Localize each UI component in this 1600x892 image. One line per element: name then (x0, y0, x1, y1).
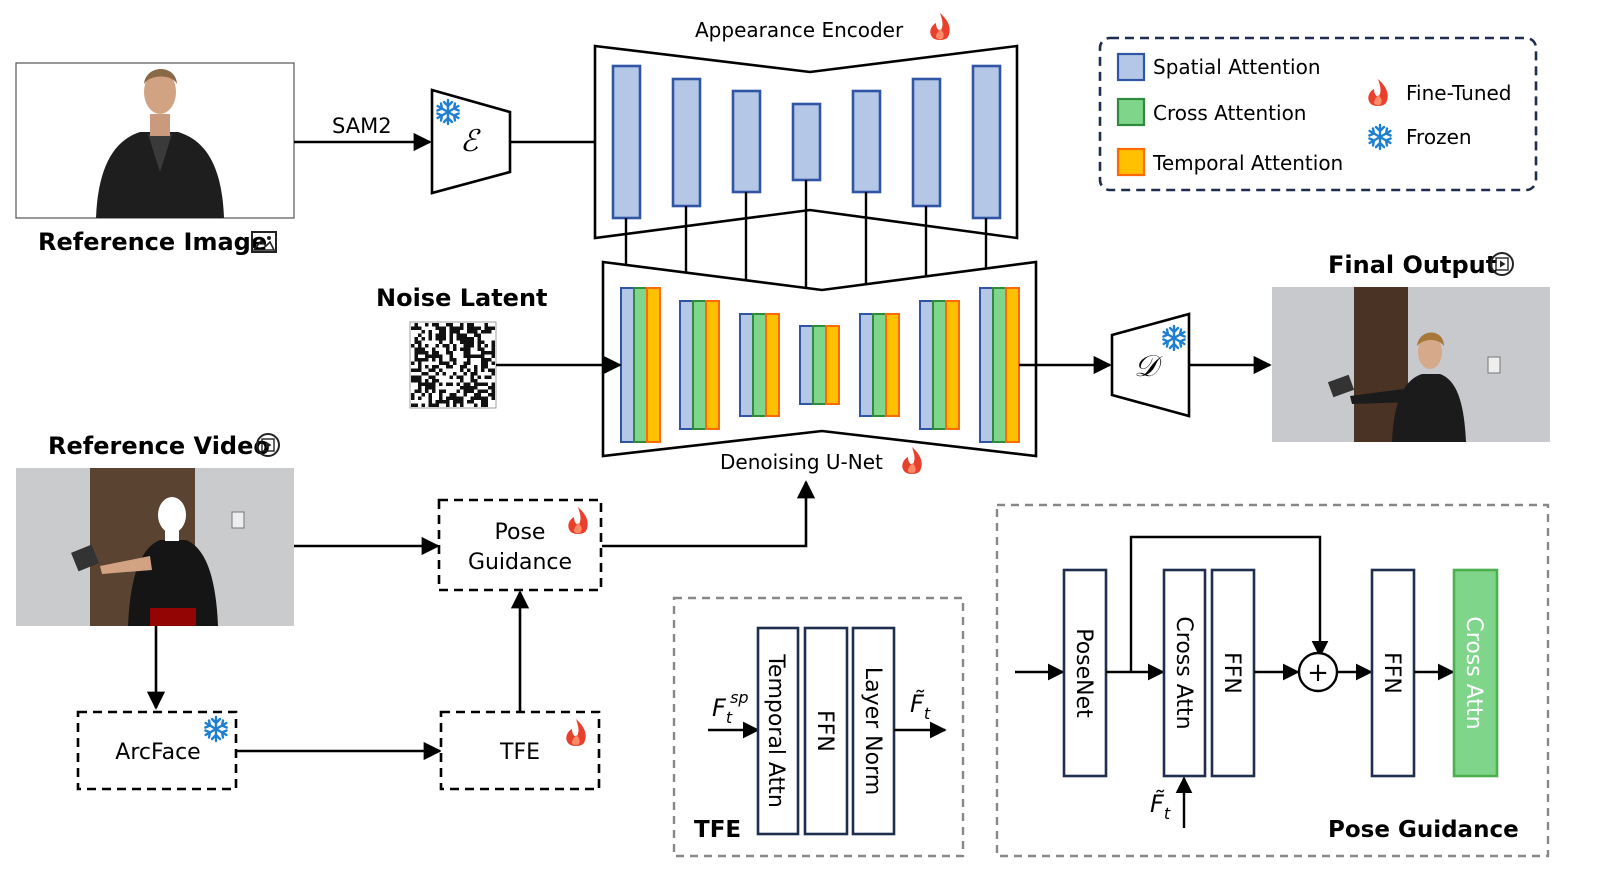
tfe-ffn-block (803, 626, 849, 836)
posenet-label: PoseNet (1071, 628, 1096, 718)
output-cross-attn-block (1452, 568, 1499, 778)
denoising-unet-label: Denoising U-Net (720, 450, 883, 474)
legend-cross-swatch (1116, 97, 1146, 127)
appearance-spatial-block (971, 64, 1002, 220)
reference-person-photo (96, 69, 224, 218)
pose-cross-attn-block (1162, 568, 1207, 778)
tfe-input-symbol: Ftsp (712, 688, 749, 727)
vae-decoder: 𝒟 (1110, 312, 1191, 418)
play-icon (1490, 252, 1514, 276)
vae-encoder: ℰ (430, 88, 512, 195)
pose-ffn-label-2: FFN (1379, 652, 1404, 694)
legend-fine-tuned-label: Fine-Tuned (1406, 81, 1512, 105)
residual-skip-path (1129, 535, 1329, 672)
unet-block-7 (979, 287, 1020, 443)
unet-block-4 (799, 325, 840, 405)
tfe-node-label: TFE (499, 740, 540, 765)
appearance-encoder (593, 44, 1019, 240)
appearance-spatial-block (611, 64, 642, 220)
unet-block-1 (620, 287, 661, 443)
image-icon (251, 231, 277, 253)
tfe-detail-title: TFE (694, 817, 741, 843)
arcface-node: ArcFace (76, 710, 238, 791)
pose-ffn-block-1 (1210, 568, 1256, 778)
noise-latent-label: Noise Latent (376, 284, 548, 312)
noise-latent-image (409, 321, 497, 409)
pose-guidance-node: Pose Guidance (437, 498, 603, 592)
legend-frozen-label: Frozen (1406, 125, 1472, 149)
pose-guidance-node-label-line2: Guidance (468, 550, 572, 575)
pose-guidance-detail-panel: Pose Guidance PoseNet Cross Attn F̃t FFN… (995, 503, 1550, 858)
legend-spatial-swatch (1116, 52, 1146, 82)
pose-guidance-to-unet-arrow (602, 480, 816, 548)
legend-spatial-label: Spatial Attention (1153, 55, 1321, 79)
residual-add-symbol: + (1307, 658, 1329, 688)
fine-tuned-flame-icon (930, 13, 950, 40)
appearance-encoder-label: Appearance Encoder (695, 18, 904, 42)
denoising-unet (601, 260, 1038, 458)
tfe-ffn-label: FFN (812, 710, 837, 752)
arcface-node-label: ArcFace (115, 740, 200, 765)
unet-block-2 (679, 300, 720, 430)
output-cross-attn-label: Cross Attn (1461, 616, 1486, 729)
reference-video-frame (16, 468, 294, 626)
pose-ffn-label-1: FFN (1219, 652, 1244, 694)
pose-guidance-node-label-line1: Pose (495, 520, 546, 545)
posenet-block (1062, 568, 1108, 778)
unet-block-6 (919, 300, 960, 430)
unet-block-5 (859, 313, 900, 417)
appearance-spatial-block (911, 77, 942, 208)
appearance-spatial-block (791, 102, 822, 182)
reference-video-label: Reference Video (48, 432, 270, 460)
pose-guidance-detail-title: Pose Guidance (1328, 817, 1519, 843)
tfe-detail-panel: TFE Ftsp Temporal Attn FFN Layer Norm F̃… (672, 596, 965, 858)
pose-ffn-block-2 (1370, 568, 1416, 778)
sam2-label: SAM2 (332, 114, 392, 138)
tfe-layer-norm-label: Layer Norm (860, 667, 885, 795)
pose-ft-input-symbol: F̃t (1150, 790, 1171, 823)
fine-tuned-flame-icon (902, 447, 922, 474)
tfe-output-symbol: F̃t (910, 690, 931, 723)
unet-block-3 (739, 313, 780, 417)
tfe-layer-norm-block (851, 626, 896, 836)
reference-image-panel (15, 62, 295, 219)
appearance-spatial-block (851, 89, 882, 194)
tfe-temporal-attn-label: Temporal Attn (763, 653, 788, 808)
legend-temporal-label: Temporal Attention (1152, 151, 1343, 175)
appearance-spatial-block (731, 89, 762, 194)
reference-image-label: Reference Image (38, 228, 267, 256)
pose-cross-attn-label: Cross Attn (1171, 616, 1196, 729)
encoder-symbol: ℰ (460, 124, 481, 159)
tfe-temporal-attn-block (756, 626, 800, 836)
tfe-node: TFE (439, 710, 601, 791)
final-output-label: Final Output (1328, 251, 1497, 279)
play-icon (256, 433, 280, 457)
final-output-video-frame (1272, 287, 1550, 442)
legend-temporal-swatch (1116, 147, 1146, 177)
legend: Spatial Attention Cross Attention Tempor… (1098, 36, 1538, 192)
appearance-spatial-block (671, 77, 702, 208)
legend-cross-label: Cross Attention (1153, 101, 1307, 125)
